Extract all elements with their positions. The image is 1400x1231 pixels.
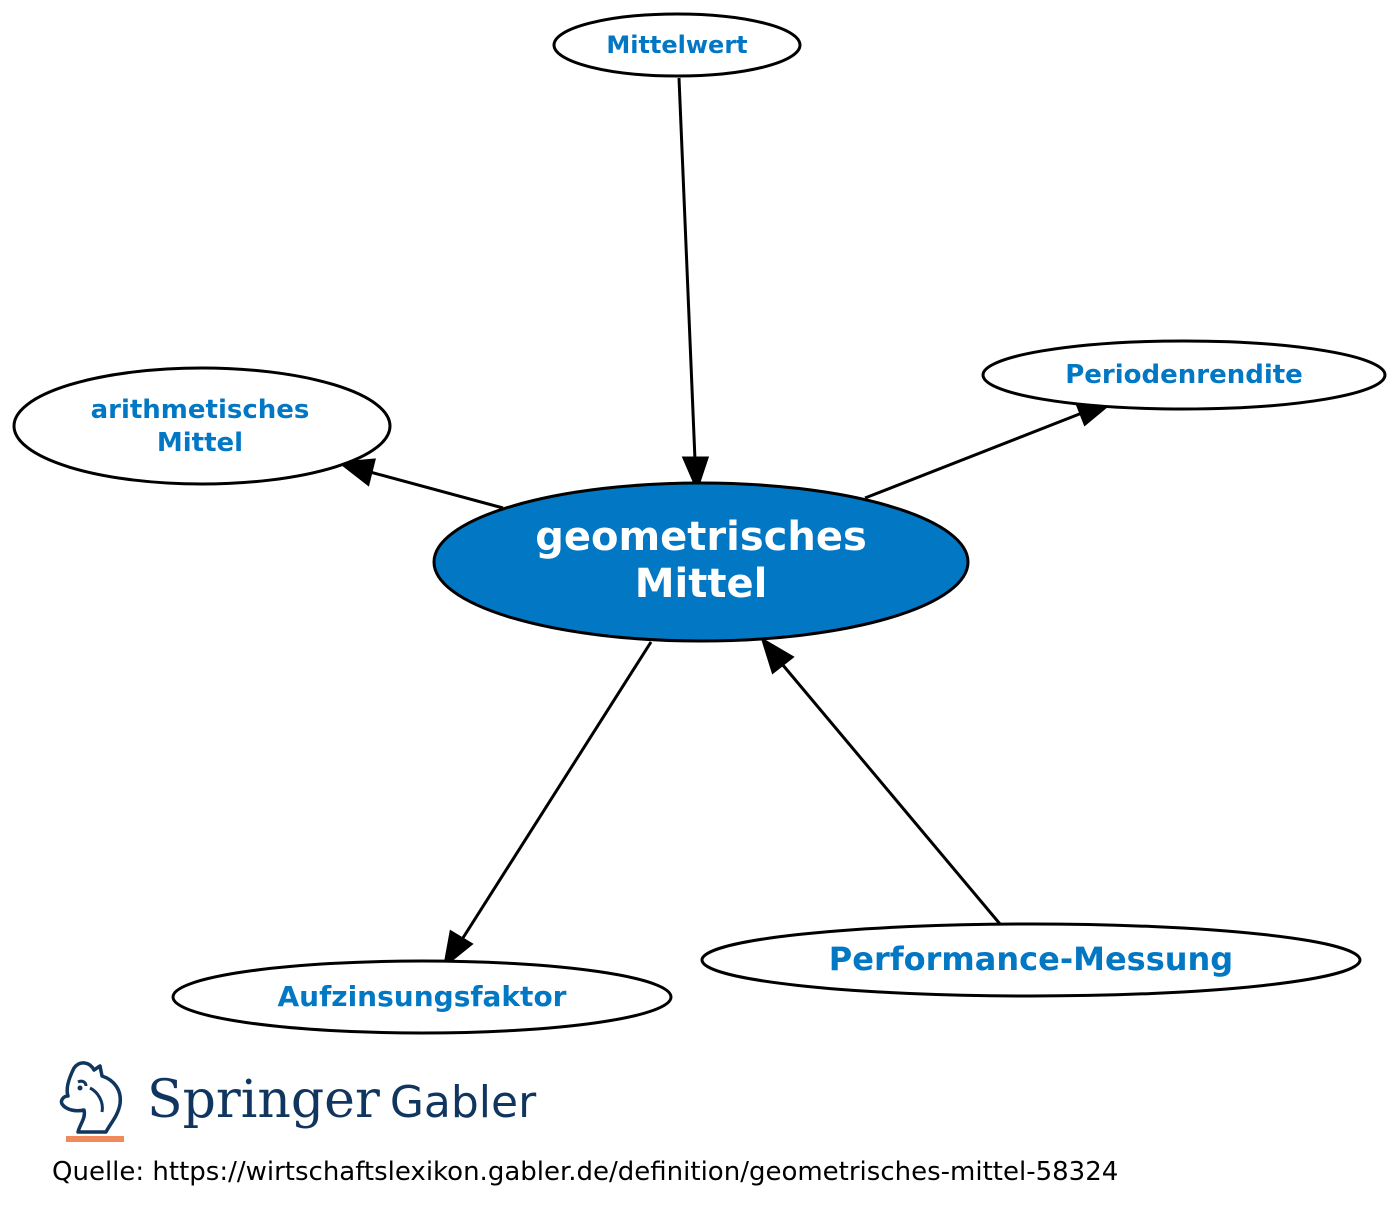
concept-map: geometrisches Mittel Mittelwert arithmet… [12,12,1387,1035]
logo-sub-text: Gabler [389,1077,537,1128]
node-performance-messung[interactable]: Performance-Messung [700,922,1362,998]
node-arithmetisches-line2: Mittel [157,428,243,458]
edges [337,77,1112,969]
arrowhead-center-top [681,456,710,493]
edge-center-to-aufzinsungsfaktor [459,641,653,942]
center-node-line1: geometrisches [535,514,867,560]
edge-mittelwert-to-center [677,77,697,461]
edge-center-to-arithmetisch [369,470,504,510]
node-periodenrendite[interactable]: Periodenrendite [981,339,1387,411]
node-periodenrendite-label: Periodenrendite [1065,360,1303,390]
arrowhead-aufzinsungsfaktor [442,929,474,969]
edge-performance-to-center [780,663,1002,925]
horse-head-logo-icon [59,1061,124,1142]
arrowhead-arithmetisch [337,458,376,487]
center-node[interactable]: geometrisches Mittel [432,481,970,643]
node-performance-label: Performance-Messung [829,940,1233,978]
node-aufzinsungsfaktor-label: Aufzinsungsfaktor [278,980,567,1013]
node-aufzinsungsfaktor[interactable]: Aufzinsungsfaktor [171,959,673,1035]
logo-brand-text: Springer [147,1070,380,1130]
node-arithmetisches-mittel[interactable]: arithmetisches Mittel [12,366,392,486]
source-citation: Quelle: https://wirtschaftslexikon.gable… [52,1157,1119,1187]
node-mittelwert[interactable]: Mittelwert [552,12,802,78]
edge-center-to-periodenrendite [864,411,1083,500]
node-arithmetisches-line1: arithmetisches [91,395,310,425]
arrowhead-center-bottom [760,636,795,675]
center-node-line2: Mittel [635,561,768,607]
node-mittelwert-label: Mittelwert [606,31,747,59]
